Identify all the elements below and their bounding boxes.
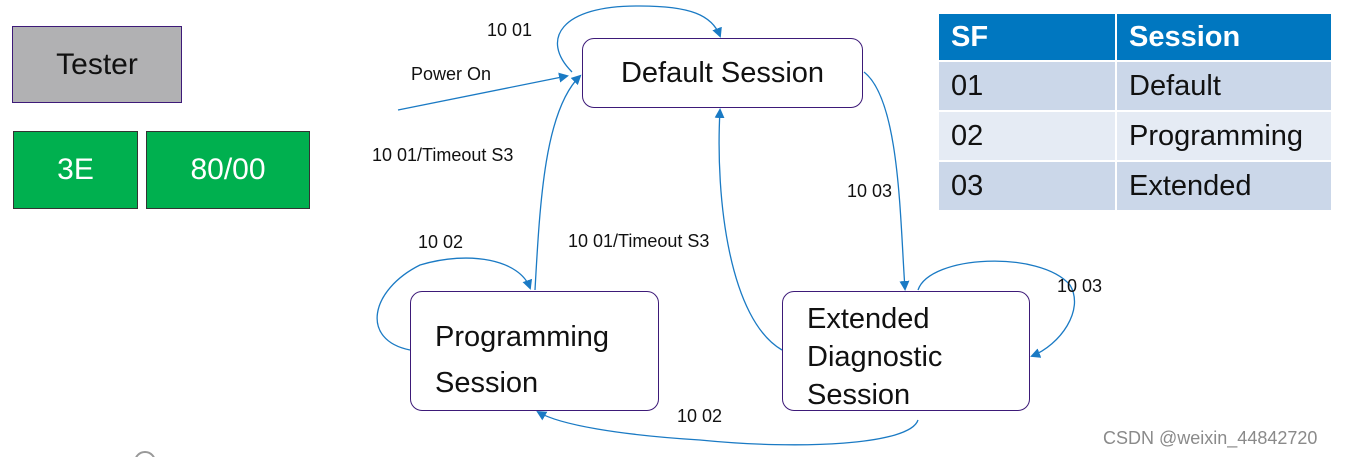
label-extended-to-prog: 10 02 — [677, 406, 723, 426]
state-programming-session: Programming Session — [410, 291, 659, 411]
label-extended-self: 10 03 — [1057, 276, 1103, 296]
state-label: Session — [807, 379, 911, 411]
label-prog-to-default: 10 01/Timeout S3 — [372, 145, 514, 165]
state-label: Programming — [435, 321, 610, 353]
state-default-session: Default Session — [582, 38, 863, 108]
label-extended-to-default: 10 01/Timeout S3 — [568, 231, 710, 251]
label-power-on: Power On — [411, 64, 492, 84]
label-prog-self: 10 02 — [418, 232, 464, 252]
cell-session: Programming — [1117, 112, 1331, 160]
state-label: Diagnostic — [807, 341, 943, 373]
tester-box: Tester — [12, 26, 182, 103]
arrow-prog-self — [376, 257, 533, 351]
tester-label: Tester — [56, 47, 138, 81]
state-label: Session — [435, 367, 539, 399]
message-3e: 3E — [13, 131, 138, 209]
header-sf: SF — [939, 14, 1117, 60]
cell-sf: 01 — [939, 62, 1117, 110]
arrow-extended-to-default — [714, 108, 783, 351]
message-80-00: 80/00 — [146, 131, 310, 209]
state-label: Default Session — [620, 56, 825, 89]
message-label: 3E — [57, 153, 94, 186]
arrow-default-to-extended — [863, 71, 910, 291]
arrow-prog-to-default — [534, 74, 582, 291]
message-label: 80/00 — [190, 153, 266, 186]
state-label: Extended — [807, 303, 930, 335]
cell-sf: 03 — [939, 162, 1117, 210]
cell-session: Default — [1117, 62, 1331, 110]
watermark: CSDN @weixin_44842720 — [1103, 428, 1318, 448]
arrow-extended-self — [917, 260, 1076, 358]
arrow-extended-to-prog — [536, 410, 919, 446]
header-session: Session — [1117, 14, 1331, 60]
badge-icon — [135, 451, 155, 457]
arrow-power-on — [397, 72, 569, 111]
label-default-to-extended: 10 03 — [847, 181, 893, 201]
cell-sf: 02 — [939, 112, 1117, 160]
label-default-self: 10 01 — [487, 20, 533, 40]
state-extended-diagnostic-session: Extended Diagnostic Session — [782, 291, 1030, 411]
cell-session: Extended — [1117, 162, 1331, 210]
arrow-default-self — [556, 5, 722, 73]
table-header: SF Session — [939, 14, 1331, 60]
